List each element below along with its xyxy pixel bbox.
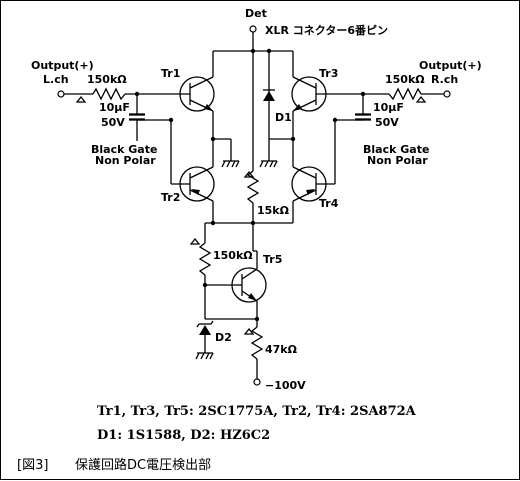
r-input-left [92,87,126,101]
d1-label: D1 [275,111,292,124]
supply-label: −100V [265,379,306,392]
parts-line-1: Tr1, Tr3, Tr5: 2SC1775A, Tr2, Tr4: 2SA87… [97,404,417,419]
output-left-ch: L.ch [43,73,69,86]
cap-left-type2: Non Polar [95,154,156,167]
cap-right-type2: Non Polar [367,154,428,167]
signal-marker [189,237,201,245]
cap-right-value: 10μF [373,101,404,114]
r-input-right [388,87,422,101]
r-bottom-value: 47kΩ [265,343,298,356]
d1-diode [263,89,275,101]
cap-left-value: 10μF [99,101,130,114]
d2-diode [196,320,214,335]
det-terminal [249,25,257,33]
output-right-ch: R.ch [431,73,458,86]
output-right-terminal [443,90,451,98]
signal-marker [243,170,255,178]
cap-left-type1: Black Gate [91,143,157,156]
supply-terminal [253,378,261,386]
tr4-label: Tr4 [319,197,339,210]
det-label: Det [245,7,267,20]
cap-left [129,113,145,121]
caption-box: [図3] [17,458,48,473]
tr2-label: Tr2 [161,191,180,204]
output-left-label: Output(+) [31,59,94,72]
r-input-right-value: 150kΩ [385,73,425,86]
ground-symbol-left [221,160,240,168]
tr1-label: Tr1 [161,67,180,80]
d2-label: D2 [215,331,232,344]
ground-symbol-d1 [259,160,278,168]
signal-marker [75,95,87,103]
parts-line-2: D1: 1S1588, D2: HZ6C2 [97,428,270,443]
r-base-value: 150kΩ [213,249,253,262]
tr3-label: Tr3 [319,67,338,80]
r-input-left-value: 150kΩ [87,73,127,86]
cap-right [355,113,371,121]
ground-symbol-d2 [195,352,214,360]
signal-marker [243,327,255,335]
det-note: XLR コネクター6番ピン [265,23,388,37]
cap-left-voltage: 50V [101,116,125,129]
r-center [246,170,260,204]
tr5-label: Tr5 [263,253,282,266]
r-center-value: 15kΩ [257,204,290,217]
cap-right-voltage: 50V [375,116,399,129]
cap-right-type1: Black Gate [363,143,429,156]
caption-text: 保護回路DC電圧検出部 [75,457,211,473]
r-bottom [250,326,264,360]
signal-marker [415,95,427,103]
output-right-label: Output(+) [419,59,482,72]
r-base [198,242,212,276]
output-left-terminal [57,90,65,98]
tr3-transistor [291,76,327,112]
